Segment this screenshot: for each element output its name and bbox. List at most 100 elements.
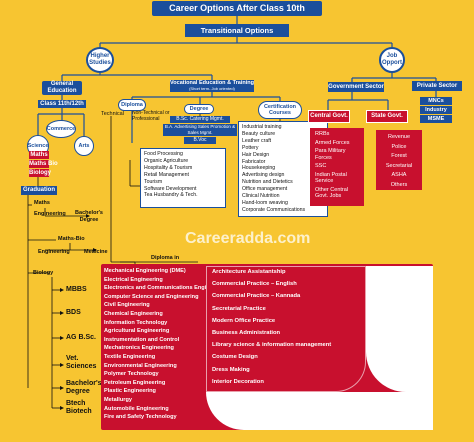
diploma-course-left: Textile Engineering <box>104 353 156 360</box>
certification-course-item: Leather craft <box>242 137 272 144</box>
diploma-course-right: Business Administration <box>212 330 281 337</box>
commerce-node: Commerce <box>46 120 76 138</box>
central-job-item: Armed Forces <box>315 139 350 146</box>
state-job-item: Secretarial <box>385 162 413 169</box>
diploma-course-right: Architecture Assistantship <box>212 269 286 275</box>
diploma-course-item: Tourism <box>144 178 163 185</box>
diploma-course-left: Computer Science and Engineering <box>104 293 199 300</box>
technical-label: Technical <box>101 111 124 117</box>
certification-course-item: Beauty culture <box>242 130 276 137</box>
government-sector: Government Sector <box>328 82 384 92</box>
state-govt: State Govt. <box>366 110 408 123</box>
diploma-course-item: Retail Management <box>144 171 189 178</box>
diploma-course-right: Modern Office Practice <box>212 317 276 324</box>
diploma-right-curve-fill <box>366 266 433 392</box>
certification-course-item: Office management <box>242 186 288 193</box>
state-job-item: Others <box>390 181 408 188</box>
diploma-course-item: Software Development <box>144 185 197 192</box>
degree-item-bvoc: B.Voc <box>184 137 216 144</box>
bio-bachelors: Bachelor's Degree <box>66 380 102 395</box>
diploma-course-left: Environmental Engineering <box>104 362 177 369</box>
private-msme: MSME <box>420 115 452 123</box>
higher-studies-node: Higher Studies <box>86 47 114 73</box>
diploma-in-label: Diploma in <box>151 255 180 261</box>
graduation: Graduation <box>21 186 57 195</box>
private-mncs: MNCs <box>420 97 452 105</box>
maths-branch-label: Maths <box>34 200 50 206</box>
central-job-item: Other Central Govt. Jobs <box>315 186 349 200</box>
central-job-item: Indian Postal Service <box>315 171 347 185</box>
central-job-item: Para Military Forces <box>315 148 346 161</box>
diploma-course-left: Chemical Engineering <box>104 310 163 317</box>
diploma-course-right: Secretarial Practice <box>212 305 266 312</box>
subject-maths-bio: Maths Bio <box>29 160 58 168</box>
bio-mbbs: MBBS <box>66 286 87 293</box>
state-job-item: Police <box>391 143 407 150</box>
degree-item-bsc: B.Sc. Catering Mgmt. <box>170 116 230 123</box>
certification-course-item: Fabricator <box>242 158 266 165</box>
certification-course-item: Corporate Communications <box>242 206 306 213</box>
certification-course-item: Clinical Nutrition <box>242 193 280 200</box>
general-education: General Education <box>42 81 82 95</box>
bio-btech: Btech Biotech <box>66 400 92 415</box>
diploma-course-left: Plastic Engineering <box>104 388 156 395</box>
diploma-course-item: Hospitality & Tourism <box>144 164 193 171</box>
central-job-item: SSC <box>315 163 327 169</box>
diploma-course-right: Dress Making <box>212 366 250 373</box>
diploma-right-panel <box>198 264 206 430</box>
private-industry: Industry <box>420 106 452 114</box>
diploma-course-right: Interior Decoration <box>212 378 264 385</box>
diploma-course-left: Civil Engineering <box>104 302 150 309</box>
diploma-course-left: Metallurgy <box>104 396 132 403</box>
state-job-item: ASHA <box>391 172 407 178</box>
diploma-node: Diploma <box>118 99 146 111</box>
certification-course-item: Pottery <box>242 144 259 151</box>
mathsbio-branch-label: Maths-Bio <box>58 236 85 242</box>
diploma-course-left: Automobile Engineering <box>104 405 169 412</box>
diploma-right-curve <box>206 392 433 430</box>
maths-engineering: Engineering <box>34 211 66 217</box>
diploma-course-left: Electronics and Communications Engineeri… <box>104 285 227 292</box>
subject-biology: Biology <box>29 169 51 177</box>
diploma-course-left: Mechatronics Engineering <box>104 345 174 352</box>
page-title: Career Options After Class 10th <box>152 1 322 16</box>
certification-node: Certification Courses <box>258 101 302 119</box>
certification-course-item: Nutrition and Dietetics <box>242 179 293 186</box>
arts-node: Arts <box>74 136 94 156</box>
non-technical-label: Non-Technical or Professional <box>132 110 170 122</box>
diploma-course-item: Food Processing <box>144 151 183 157</box>
bio-bds: BDS <box>66 309 81 316</box>
certification-course-item: Housekeeping <box>242 165 276 172</box>
transitional-options: Transitional Options <box>185 24 289 37</box>
diploma-course-item: Tea Husbandry & Tech. <box>144 192 198 199</box>
biology-branch-label: Biology <box>33 270 54 276</box>
watermark: Careeradda.com <box>185 230 311 247</box>
state-job-item: Forest <box>391 153 407 159</box>
mathsbio-medicine: Medicine <box>84 249 108 255</box>
diploma-course-right: Commercial Practice – Kannada <box>212 293 301 300</box>
certification-course-item: Advertising design <box>242 172 285 179</box>
job-opport-node: Job Opport. <box>379 47 405 73</box>
central-job-item: RRBs <box>315 131 330 137</box>
central-govt: Central Govt. <box>308 110 350 123</box>
diploma-course-left: Polymer Technology <box>104 371 159 378</box>
diploma-course-right: Costume Design <box>212 354 258 361</box>
state-job-item: Revenue <box>387 134 411 140</box>
certification-course-item: Industrial training <box>242 124 282 130</box>
bio-ag-bsc: AG B.Sc. <box>66 334 96 341</box>
certification-course-item: Hand-loom weaving <box>242 199 288 206</box>
diploma-course-left: Mechanical Engineering (DME) <box>104 268 186 274</box>
private-sector: Private Sector <box>412 81 462 91</box>
certification-course-item: Hair Design <box>242 151 270 158</box>
diploma-course-item: Organic Agriculture <box>144 157 189 164</box>
subject-maths: Maths <box>29 151 49 159</box>
diploma-course-left: Electrical Engineering <box>104 276 163 283</box>
